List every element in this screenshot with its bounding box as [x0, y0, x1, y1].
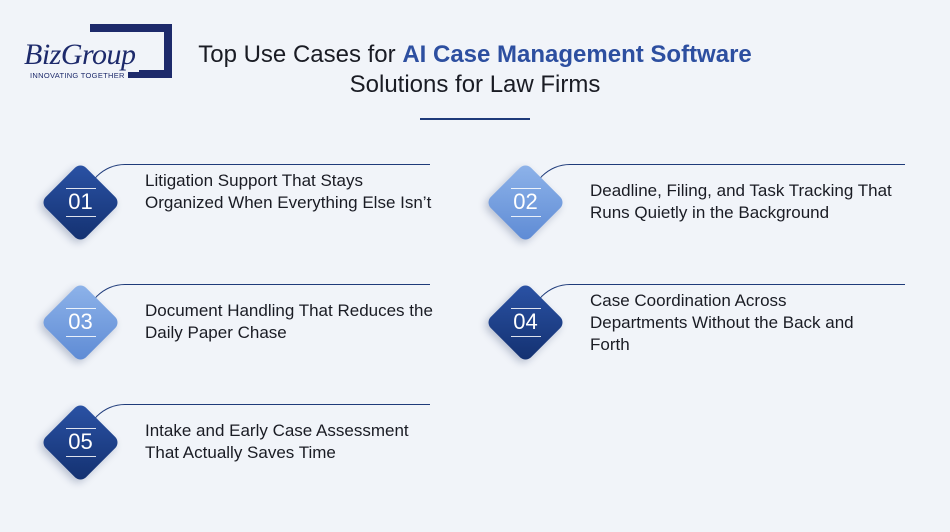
item-text: Document Handling That Reduces the Daily… [145, 301, 433, 342]
item-text: Litigation Support That Stays Organized … [145, 171, 432, 212]
logo-wordmark: BizGroup [24, 38, 139, 72]
number-rule [511, 336, 541, 338]
item-number: 03 [68, 309, 93, 334]
number-rule [511, 216, 541, 218]
item-text: Deadline, Filing, and Task Tracking That… [590, 181, 892, 222]
item-number: 04 [513, 309, 538, 334]
number-rule [511, 188, 541, 190]
number-rule [66, 188, 96, 190]
item-text: Case Coordination Across Departments Wit… [590, 291, 854, 354]
number-rule [66, 308, 96, 310]
title-highlight: AI Case Management Software [402, 41, 752, 68]
title-underline [420, 118, 530, 120]
item-number: 02 [513, 189, 538, 214]
number-rule [66, 456, 96, 458]
item-number: 01 [68, 189, 93, 214]
title-part1: Top Use Cases for [198, 41, 403, 68]
item-text: Intake and Early Case Assessment That Ac… [145, 421, 409, 462]
bizgroup-logo: BizGroup INNOVATING TOGETHER [22, 22, 172, 84]
number-rule [511, 308, 541, 310]
number-rule [66, 428, 96, 430]
number-rule [66, 216, 96, 218]
page-title: Top Use Cases for AI Case Management Sof… [150, 40, 800, 100]
number-rule [66, 336, 96, 338]
item-number: 05 [68, 429, 93, 454]
title-line2: Solutions for Law Firms [349, 71, 601, 98]
logo-tagline: INNOVATING TOGETHER [30, 71, 128, 80]
logo-frame [90, 24, 172, 78]
